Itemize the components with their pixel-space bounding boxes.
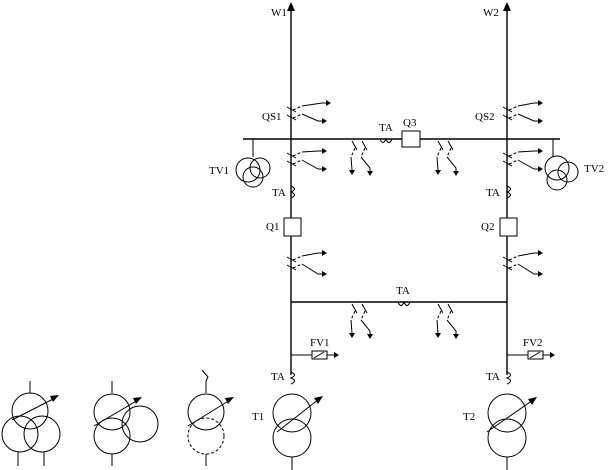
three-winding-transformer-icon-b — [93, 381, 159, 466]
tv2-label: TV2 — [584, 163, 604, 175]
qs1-label: QS1 — [262, 111, 282, 123]
ta-right-upper-current-transformer-icon — [505, 185, 511, 199]
ta-top-label: TA — [379, 122, 393, 134]
t1-label: T1 — [252, 411, 264, 423]
right-lower-disconnector-icon — [502, 250, 543, 277]
fv2-arrester-icon — [507, 350, 555, 360]
upper-bridge-right-disconnector-icon — [435, 140, 459, 176]
fv1-label: FV1 — [310, 337, 330, 349]
ta-mid-label: TA — [396, 285, 410, 297]
qs1-disconnector-icon — [286, 100, 331, 124]
three-winding-transformer-icon-c — [187, 369, 234, 466]
q1-label: Q1 — [266, 221, 279, 233]
tv1-voltage-transformer-icon — [235, 139, 271, 188]
qs2-disconnector-icon — [502, 100, 543, 124]
fv2-label: FV2 — [523, 337, 543, 349]
w1-arrow-icon — [287, 2, 295, 11]
ta-mid-current-transformer-icon — [397, 300, 411, 306]
tv1-label: TV1 — [209, 165, 229, 177]
ta-right-lower-current-transformer-icon — [505, 371, 511, 385]
three-winding-transformer-icon-a — [1, 381, 61, 466]
left-upper-disconnector-icon — [286, 148, 327, 172]
w2-label: W2 — [483, 7, 499, 19]
qs2-label: QS2 — [475, 111, 495, 123]
ta-left-lower-current-transformer-icon — [289, 371, 295, 385]
w1-label: W1 — [271, 7, 287, 19]
bus-lines — [243, 8, 560, 375]
q2-breaker-icon — [499, 217, 518, 237]
t2-label: T2 — [463, 411, 475, 423]
ta-right-lower-label: TA — [486, 371, 500, 383]
lower-bridge-left-disconnector-icon — [349, 303, 373, 339]
ta-left-lower-label: TA — [271, 371, 285, 383]
ta-left-upper-current-transformer-icon — [289, 185, 295, 199]
q1-breaker-icon — [283, 217, 302, 237]
right-upper-disconnector-icon — [502, 148, 543, 172]
ta-left-upper-label: TA — [272, 187, 286, 199]
w2-arrow-icon — [503, 2, 511, 11]
ta-right-upper-label: TA — [486, 187, 500, 199]
q3-breaker-icon — [401, 130, 421, 148]
lower-bridge-right-disconnector-icon — [435, 303, 459, 339]
upper-bridge-left-disconnector-icon — [349, 140, 373, 176]
fv1-arrester-icon — [291, 350, 339, 360]
t1-transformer-icon — [272, 393, 323, 470]
q2-label: Q2 — [481, 221, 494, 233]
t2-transformer-icon — [486, 393, 537, 470]
left-lower-disconnector-icon — [286, 250, 327, 277]
ta-top-current-transformer-icon — [379, 137, 393, 143]
q3-label: Q3 — [403, 117, 417, 129]
tv2-voltage-transformer-icon — [544, 139, 579, 191]
